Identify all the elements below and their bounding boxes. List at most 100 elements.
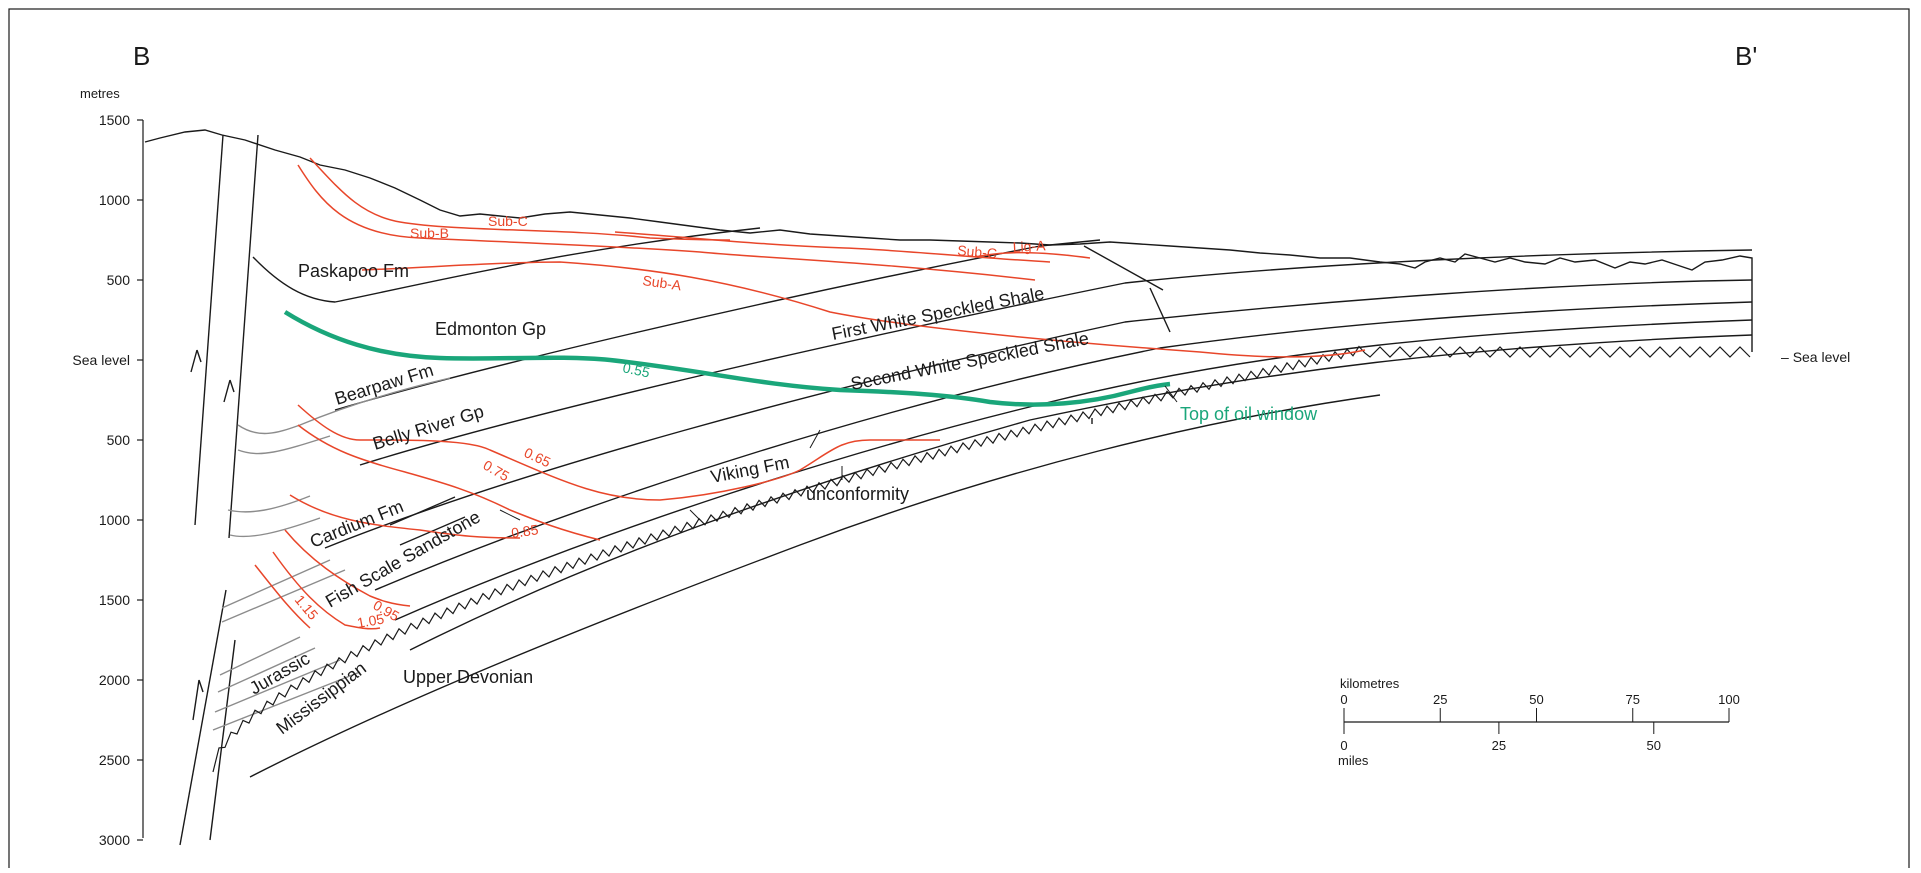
label-r055: 0.55 <box>621 359 651 380</box>
isoline-sub-c-east <box>614 231 1051 263</box>
grey-horizon <box>221 559 331 609</box>
grey-horizon <box>219 636 301 676</box>
label-first-white-speckled: First White Speckled Shale <box>830 283 1046 344</box>
scale-mi-label: miles <box>1338 753 1369 768</box>
second-white-speckled-base <box>394 319 1753 621</box>
cardium-base <box>399 516 466 546</box>
fault-arrow <box>190 349 202 373</box>
scale-km-tick-label: 0 <box>1340 692 1347 707</box>
grey-horizon <box>227 495 311 513</box>
right-sea-level-marker: – Sea level <box>1781 349 1850 365</box>
label-jurassic: Jurassic <box>246 648 313 698</box>
scale-km-tick-label: 50 <box>1529 692 1543 707</box>
isoline-sub-c-west <box>309 157 731 241</box>
axis-tick-label: 1500 <box>99 112 130 128</box>
axis-tick-label: 500 <box>107 272 131 288</box>
isoline-1-15 <box>254 564 311 629</box>
ground-surface <box>144 129 1753 352</box>
label-sub-c-east: Sub-C <box>957 242 998 261</box>
coal-rank-labels: Sub-C Sub-B Sub-A Sub-C Lig-A <box>410 213 1046 293</box>
scale-mi-ticks: 0 25 50 <box>1340 722 1661 753</box>
fault-arrow <box>223 379 235 403</box>
grey-horizon <box>221 569 346 623</box>
scale-mi-tick-label: 0 <box>1340 738 1347 753</box>
unconformity-line <box>212 345 1751 773</box>
isoline-sub-a <box>361 261 1366 358</box>
scale-km-tick-label: 100 <box>1718 692 1740 707</box>
isoline-1-05 <box>272 551 381 630</box>
axis-tick-label: 1000 <box>99 512 130 528</box>
label-r115: 1.15 <box>292 592 322 623</box>
fault-lines <box>179 134 259 846</box>
scale-km-ticks: 0 25 50 75 100 <box>1340 692 1740 722</box>
viking-leader <box>809 429 821 449</box>
leader-lines <box>499 509 701 521</box>
scale-km-tick-label: 25 <box>1433 692 1447 707</box>
label-r105: 1.05 <box>356 610 386 631</box>
scale-mi-tick-label: 25 <box>1492 738 1506 753</box>
label-oil-window: Top of oil window <box>1180 404 1318 424</box>
cardium-lines <box>389 496 466 546</box>
label-unconformity: unconformity <box>806 484 909 504</box>
scale-km-tick-label: 75 <box>1626 692 1640 707</box>
isoline-lig-a <box>974 251 1091 259</box>
cardium-top <box>389 496 456 526</box>
axis-unit-label: metres <box>80 86 120 101</box>
belly-river-base <box>324 279 1753 549</box>
label-sub-c-west: Sub-C <box>488 213 528 229</box>
label-sub-a: Sub-A <box>642 272 683 293</box>
axis-tick-label: 500 <box>107 432 131 448</box>
axis-tick-label: 1500 <box>99 592 130 608</box>
fault-line <box>228 134 259 539</box>
oil-window-line <box>283 310 1171 407</box>
section-start-label: B <box>133 41 150 71</box>
first-white-speckled-base <box>374 301 1753 591</box>
label-paskapoo: Paskapoo Fm <box>298 261 409 281</box>
oil-window-leader <box>1164 385 1178 403</box>
grey-horizon <box>237 435 331 455</box>
axis-tick-label: 2000 <box>99 672 130 688</box>
label-r075: 0.75 <box>481 457 513 485</box>
isoline-0-75 <box>297 424 601 541</box>
label-leaders <box>809 429 843 480</box>
isoline-0-65 <box>297 404 940 501</box>
isoline-sub-b <box>297 164 1036 281</box>
fault-arrow <box>192 679 204 721</box>
label-lig-a: Lig-A <box>1012 237 1046 255</box>
isoline-0-85 <box>289 494 521 539</box>
label-viking: Viking Fm <box>709 452 791 487</box>
leader-lines <box>1083 245 1171 424</box>
grey-horizon <box>229 517 321 538</box>
label-bearpaw: Bearpaw Fm <box>332 360 435 409</box>
fault-line <box>209 639 236 841</box>
figure-border <box>8 8 1910 870</box>
bearpaw-base <box>359 249 1753 466</box>
grey-horizon <box>217 647 316 693</box>
scale-mi-tick-label: 50 <box>1647 738 1661 753</box>
label-second-white-speckled: Second White Speckled Shale <box>849 328 1091 394</box>
paskapoo-base <box>252 227 761 303</box>
axis-tick-label: 1000 <box>99 192 130 208</box>
label-sub-b: Sub-B <box>410 225 449 241</box>
isoline-0-95 <box>284 529 411 607</box>
grey-horizon <box>214 659 341 713</box>
grey-horizon <box>212 671 361 731</box>
edmonton-base <box>334 239 1101 411</box>
label-r085: 0.85 <box>510 521 539 541</box>
scale-km-label: kilometres <box>1340 676 1400 691</box>
coal-rank-isolines <box>254 157 1366 630</box>
section-end-label: B' <box>1735 41 1757 71</box>
label-upper-devonian: Upper Devonian <box>403 667 533 687</box>
axis-tick-label: 2500 <box>99 752 130 768</box>
label-edmonton: Edmonton Gp <box>435 319 546 339</box>
axis-tick-label: 3000 <box>99 832 130 848</box>
viking-base <box>409 334 1753 651</box>
fault-line <box>194 134 224 526</box>
axis-tick-label: Sea level <box>72 352 130 368</box>
scale-bar: kilometres 0 25 50 75 100 0 25 50 miles <box>1338 676 1740 768</box>
label-belly-river: Belly River Gp <box>370 401 486 454</box>
